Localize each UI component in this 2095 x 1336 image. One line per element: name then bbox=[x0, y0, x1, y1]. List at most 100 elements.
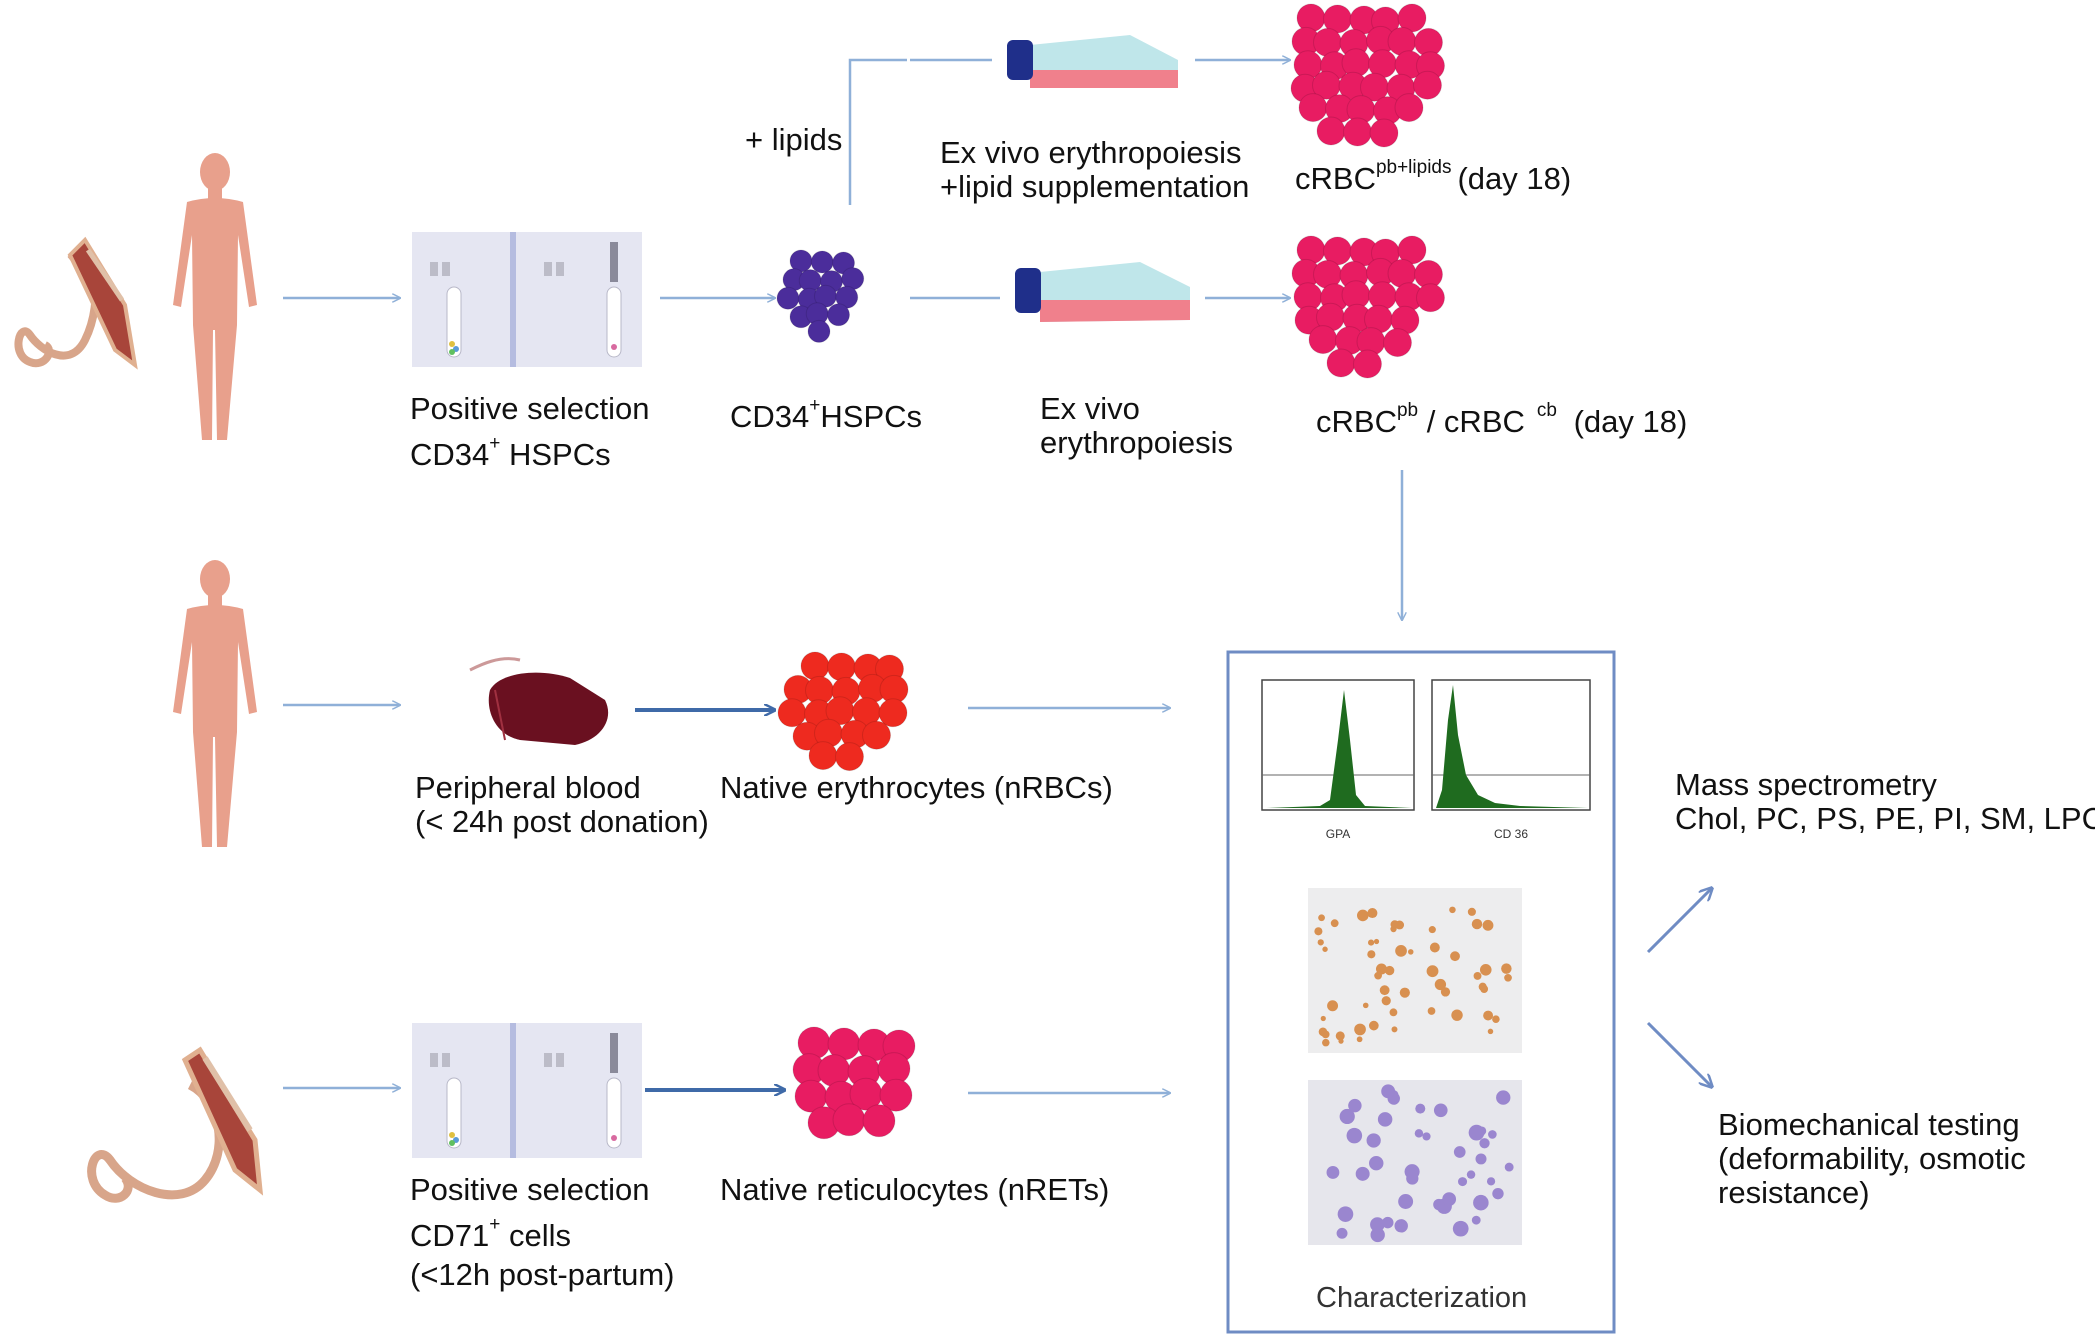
micrograph-cell bbox=[1370, 1227, 1385, 1243]
micrograph-cell bbox=[1414, 1129, 1424, 1138]
ex-vivo-lipid-line2: +lipid supplementation bbox=[940, 169, 1250, 204]
micrograph-cell bbox=[1468, 1124, 1485, 1141]
micrograph-cell bbox=[1496, 1090, 1511, 1105]
pos-sel-cd71-line1: Positive selection bbox=[410, 1172, 650, 1207]
micrograph-cell bbox=[1449, 906, 1456, 914]
native-erythrocytes-label: Native erythrocytes (nRBCs) bbox=[720, 770, 1113, 805]
micrograph-cell bbox=[1471, 1215, 1481, 1225]
micrograph-cell bbox=[1382, 1216, 1394, 1229]
micrograph-cell bbox=[1318, 914, 1325, 922]
cell bbox=[1316, 116, 1346, 146]
characterization-title: Characterization bbox=[1316, 1282, 1528, 1314]
micrograph-cell bbox=[1379, 985, 1390, 996]
micrograph-cell bbox=[1339, 1108, 1355, 1125]
micrograph-cell bbox=[1337, 1206, 1354, 1222]
micrograph-cell bbox=[1406, 1172, 1419, 1185]
micrograph-cell bbox=[1354, 1023, 1366, 1036]
crbc-base: cRBC bbox=[1316, 404, 1397, 439]
ex-vivo-lipid-line1: Ex vivo erythropoiesis bbox=[940, 135, 1242, 170]
pos-sel-cd71-line3: (<12h post-partum) bbox=[410, 1257, 675, 1292]
micrograph-cell bbox=[1320, 1015, 1326, 1022]
crbc-cb-sup: cb bbox=[1536, 400, 1557, 421]
micrograph-cell bbox=[1482, 919, 1494, 931]
pos-sel-cd34-tail: HSPCs bbox=[500, 437, 611, 472]
micrograph-cell bbox=[1473, 1194, 1489, 1211]
cell bbox=[1308, 325, 1338, 355]
micrograph-cell bbox=[1475, 1153, 1487, 1165]
umbilical-cord-icon bbox=[14, 236, 138, 370]
micrograph-cell bbox=[1473, 971, 1482, 980]
connector-lipid-branch bbox=[848, 58, 907, 205]
stained-cells-micrograph bbox=[1308, 888, 1522, 1053]
cell bbox=[776, 286, 800, 310]
crbc-day: (day 18) bbox=[1564, 404, 1688, 439]
cell bbox=[807, 319, 831, 343]
cell bbox=[827, 303, 850, 327]
arrow-to-biomechanical bbox=[1646, 1021, 1712, 1087]
cell bbox=[800, 651, 830, 681]
cell bbox=[1416, 283, 1445, 313]
micrograph-cell bbox=[1487, 1028, 1494, 1035]
micrograph-cell bbox=[1427, 1007, 1436, 1015]
micrograph-cell bbox=[1355, 1166, 1370, 1181]
micrograph-cell bbox=[1394, 1219, 1408, 1233]
micrograph-cell bbox=[1492, 1015, 1500, 1023]
cell bbox=[1413, 70, 1442, 100]
micrograph-cell bbox=[1399, 987, 1410, 998]
micrograph-cell bbox=[1479, 1138, 1490, 1149]
cell bbox=[1369, 118, 1399, 148]
micrograph-cell bbox=[1488, 1130, 1497, 1139]
micrograph-cell bbox=[1479, 963, 1492, 976]
ex-vivo-lipid-label: Ex vivo erythropoiesis +lipid supplement… bbox=[940, 136, 1249, 204]
pos-sel-cd34-base: CD34 bbox=[410, 437, 490, 472]
micrograph-cell bbox=[1335, 1031, 1345, 1041]
micrograph-cell bbox=[1318, 1027, 1328, 1037]
micrograph-cell bbox=[1367, 907, 1378, 919]
magnetic-selection-panel-icon bbox=[412, 1023, 642, 1158]
micrograph-cell bbox=[1368, 939, 1375, 946]
micrograph-cell bbox=[1322, 1038, 1330, 1047]
peripheral-blood-label: Peripheral blood (< 24h post donation) bbox=[415, 771, 709, 839]
facs-histogram-gpa bbox=[1261, 679, 1415, 811]
micrograph-cell bbox=[1483, 1010, 1494, 1021]
micrograph-cell bbox=[1377, 1112, 1393, 1127]
micrograph-cell bbox=[1467, 907, 1476, 916]
micrograph-cell bbox=[1426, 965, 1439, 978]
micrograph-cell bbox=[1368, 1020, 1379, 1031]
biomechanical-testing-label: Biomechanical testing (deformability, os… bbox=[1718, 1108, 2026, 1210]
micrograph-cell bbox=[1369, 1155, 1384, 1171]
micrograph-cell bbox=[1466, 1170, 1476, 1179]
ex-vivo-line2: erythropoiesis bbox=[1040, 425, 1233, 460]
cell bbox=[862, 1104, 896, 1138]
pos-sel-cd34-line1: Positive selection bbox=[410, 391, 650, 426]
micrograph-cell bbox=[1429, 942, 1440, 953]
micrograph-cell bbox=[1415, 1103, 1426, 1114]
ex-vivo-erythropoiesis-label: Ex vivo erythropoiesis bbox=[1040, 392, 1233, 460]
hspc-cell-cluster bbox=[776, 249, 865, 343]
micrograph-cell bbox=[1395, 945, 1407, 957]
nrbc-cell-cluster bbox=[777, 651, 909, 772]
positive-selection-cd34-label: Positive selection CD34+ HSPCs bbox=[410, 392, 650, 477]
cell bbox=[862, 720, 891, 750]
crbc-lipids-sup: pb+lipids bbox=[1375, 157, 1452, 178]
micrograph-cell bbox=[1453, 1146, 1466, 1158]
cell bbox=[1353, 349, 1382, 379]
facs-histogram-cd36 bbox=[1431, 679, 1591, 811]
micrograph-cell bbox=[1362, 1002, 1369, 1009]
micrograph-cell bbox=[1390, 925, 1397, 933]
micrograph-cell bbox=[1327, 1000, 1339, 1012]
micrograph-cell bbox=[1322, 946, 1328, 952]
cell bbox=[1326, 348, 1356, 378]
micrograph-cell bbox=[1330, 919, 1339, 928]
micrograph-cell bbox=[1336, 1227, 1348, 1239]
native-reticulocytes-label: Native reticulocytes (nRETs) bbox=[720, 1172, 1110, 1207]
cell bbox=[1383, 328, 1412, 358]
micrograph-cell bbox=[1346, 1127, 1363, 1144]
micrograph-cell bbox=[1504, 1162, 1514, 1172]
micrograph-cell bbox=[1450, 951, 1460, 962]
micrograph-cell bbox=[1317, 939, 1324, 946]
micrograph-cell bbox=[1442, 1192, 1457, 1207]
micrograph-cell bbox=[1504, 973, 1512, 982]
cd34-hspcs-tail: HSPCs bbox=[820, 399, 923, 434]
pos-sel-cd71-tail: cells bbox=[500, 1218, 572, 1253]
